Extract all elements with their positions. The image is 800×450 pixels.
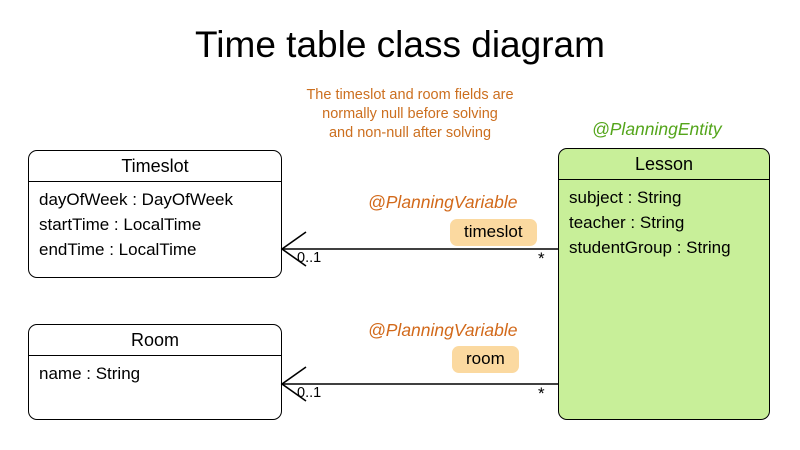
note-line-2: normally null before solving bbox=[322, 106, 498, 122]
class-name-room: Room bbox=[29, 325, 281, 356]
role-label-room[interactable]: room bbox=[452, 346, 519, 373]
multiplicity-timeslot-end: 0..1 bbox=[297, 250, 322, 266]
class-name-lesson: Lesson bbox=[559, 149, 769, 180]
note-line-1: The timeslot and room fields are bbox=[306, 87, 514, 103]
attribute-studentgroup: studentGroup : String bbox=[569, 238, 731, 257]
multiplicity-room-end: 0..1 bbox=[297, 385, 322, 401]
stereotype-planningvariable-room: @PlanningVariable bbox=[368, 320, 518, 340]
multiplicity-lesson-end-room: * bbox=[538, 384, 545, 403]
role-label-timeslot[interactable]: timeslot bbox=[450, 219, 537, 246]
stereotype-planningvariable-timeslot: @PlanningVariable bbox=[368, 192, 518, 212]
class-box-room[interactable]: Room name : String bbox=[28, 324, 282, 420]
class-box-lesson[interactable]: Lesson subject : String teacher : String… bbox=[558, 148, 770, 420]
class-attributes-room: name : String bbox=[29, 356, 281, 386]
note-line-3: and non-null after solving bbox=[328, 125, 492, 141]
class-box-timeslot[interactable]: Timeslot dayOfWeek : DayOfWeek startTime… bbox=[28, 150, 282, 278]
page-title: Time table class diagram bbox=[195, 24, 605, 65]
class-attributes-lesson: subject : String teacher : String studen… bbox=[559, 180, 769, 260]
attribute-teacher: teacher : String bbox=[569, 213, 685, 232]
association-line-lesson-room bbox=[280, 366, 558, 402]
diagram-note: The timeslot and room fields are normall… bbox=[282, 86, 538, 143]
attribute-dayofweek: dayOfWeek : DayOfWeek bbox=[39, 190, 233, 209]
attribute-subject: subject : String bbox=[569, 188, 682, 207]
multiplicity-lesson-end-timeslot: * bbox=[538, 249, 545, 268]
attribute-name: name : String bbox=[39, 364, 141, 383]
stereotype-planningentity: @PlanningEntity bbox=[592, 119, 722, 139]
association-line-lesson-timeslot bbox=[280, 231, 558, 267]
attribute-endtime: endTime : LocalTime bbox=[39, 240, 197, 259]
class-attributes-timeslot: dayOfWeek : DayOfWeek startTime : LocalT… bbox=[29, 182, 281, 262]
attribute-starttime: startTime : LocalTime bbox=[39, 215, 202, 234]
class-name-timeslot: Timeslot bbox=[29, 151, 281, 182]
